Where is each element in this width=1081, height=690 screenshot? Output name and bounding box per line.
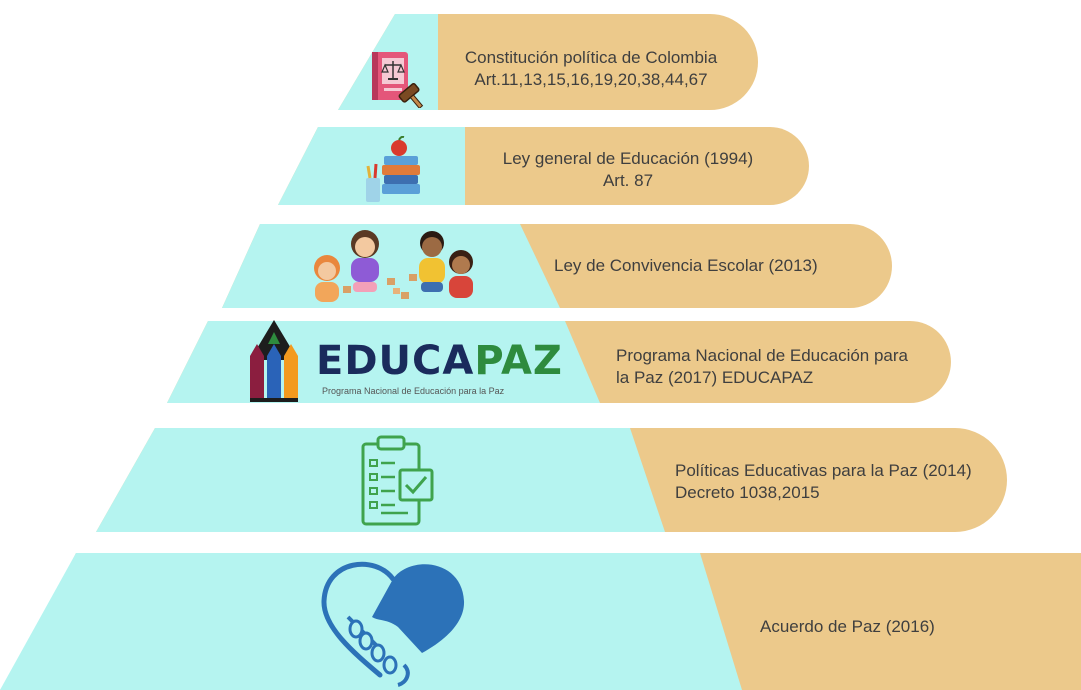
tier-3-trapezoid	[222, 224, 560, 308]
educapaz-subtitle: Programa Nacional de Educación para la P…	[322, 386, 505, 396]
tier-4-label: Programa Nacional de Educación para la P…	[616, 346, 909, 387]
educapaz-word-part1: EDUCA	[316, 338, 475, 384]
tier-1-label: Constitución política de Colombia Art.11…	[464, 48, 718, 89]
educapaz-wordmark: EDUCAPAZ	[316, 338, 563, 384]
tier-5-trapezoid	[96, 428, 665, 532]
law-book-gavel-icon	[372, 52, 424, 108]
tier-4-label-band	[167, 321, 951, 403]
tier-6-trapezoid	[0, 553, 742, 690]
tier-5-label-band	[96, 428, 1007, 532]
checklist-icon	[361, 435, 434, 526]
educapaz-word-part2: PAZ	[474, 338, 563, 384]
tier-6-label: Acuerdo de Paz (2016)	[760, 617, 935, 636]
tier-2-label: Ley general de Educación (1994) Art. 87	[502, 149, 754, 190]
tier-2-trapezoid	[278, 127, 465, 205]
books-apple-icon	[366, 136, 420, 202]
tier-3-label-band	[222, 224, 892, 308]
tier-1-trapezoid	[338, 14, 438, 110]
tier-4-trapezoid	[167, 321, 600, 403]
tier-6-label-band	[0, 553, 1081, 690]
tier-2-label-band	[278, 127, 809, 205]
tier-1-label-band	[338, 14, 758, 110]
children-playing-icon	[314, 230, 473, 302]
educapaz-pencils-icon	[250, 320, 298, 402]
handshake-heart-icon	[321, 561, 465, 687]
tier-3-label: Ley de Convivencia Escolar (2013)	[554, 256, 818, 275]
tier-5-label: Políticas Educativas para la Paz (2014) …	[675, 461, 972, 502]
